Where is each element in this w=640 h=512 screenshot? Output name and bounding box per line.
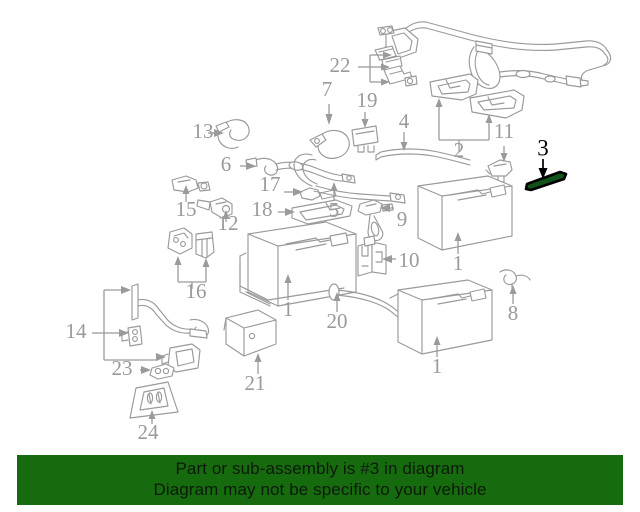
callout-12: 12 — [218, 211, 239, 235]
callout-22: 22 — [330, 53, 351, 77]
part-3-highlighted — [524, 159, 568, 192]
part-13-vent-hose — [208, 119, 250, 149]
part-8-hold-down-bolt — [499, 269, 531, 304]
part-21-control-module — [225, 309, 277, 374]
part-9-clip — [357, 199, 394, 242]
callout-20: 20 — [327, 309, 348, 333]
part-7-grommet — [309, 104, 350, 159]
battery-center — [239, 221, 423, 324]
callout-10: 10 — [399, 248, 420, 272]
callout-4: 4 — [399, 109, 410, 133]
callout-24: 24 — [138, 420, 160, 444]
notice-banner: Part or sub-assembly is #3 in diagram Di… — [17, 455, 623, 505]
callout-17: 17 — [260, 172, 281, 196]
part-19-relay — [351, 112, 379, 153]
part-22-group — [358, 51, 418, 87]
wiring-harness-assembly — [374, 21, 612, 90]
callout-18: 18 — [252, 197, 273, 221]
exploded-parts-diagram: 22 7 19 4 2 11 3 13 6 17 18 5 9 10 15 12… — [66, 21, 612, 444]
tray-rails — [223, 317, 227, 331]
part-5-negative-cable — [293, 153, 406, 204]
callout-14: 14 — [66, 319, 88, 343]
callout-1-right-upper: 1 — [453, 251, 464, 275]
part-24-sensor-bracket — [129, 381, 179, 424]
callout-23: 23 — [112, 356, 133, 380]
part-14-group — [92, 283, 210, 373]
part-15-terminal-bolt — [171, 175, 211, 202]
callout-5: 5 — [329, 198, 340, 222]
diagram-canvas: 22 7 19 4 2 11 3 13 6 17 18 5 9 10 15 12… — [66, 21, 612, 444]
part-10-junction-block — [357, 235, 396, 277]
callout-13: 13 — [193, 119, 214, 143]
part-18-cover — [278, 199, 353, 225]
part-2-brackets — [429, 73, 525, 152]
callout-6: 6 — [221, 152, 232, 176]
callout-9: 9 — [397, 207, 408, 231]
part-11-clamp — [485, 146, 513, 183]
callout-16: 16 — [186, 279, 207, 303]
battery-right-upper — [417, 175, 513, 254]
part-23-nut-clip — [140, 363, 175, 380]
callout-8: 8 — [508, 301, 519, 325]
callout-1-right-lower: 1 — [432, 354, 443, 378]
callout-labels: 22 7 19 4 2 11 3 13 6 17 18 5 9 10 15 12… — [66, 53, 549, 444]
callout-1-center: 1 — [283, 297, 294, 321]
notice-line-1: Part or sub-assembly is #3 in diagram — [175, 459, 465, 479]
part-12-stud-nut — [196, 197, 233, 222]
part-4-positive-cable — [375, 132, 471, 166]
part-6-ground-cable — [240, 157, 356, 184]
callout-19: 19 — [357, 88, 378, 112]
callout-7: 7 — [322, 77, 333, 101]
callout-11: 11 — [494, 119, 514, 143]
part-16-terminal-covers — [167, 227, 215, 289]
callout-3: 3 — [537, 135, 549, 160]
callout-2: 2 — [454, 138, 465, 162]
callout-15: 15 — [176, 197, 197, 221]
notice-line-2: Diagram may not be specific to your vehi… — [153, 480, 487, 499]
battery-right-lower — [389, 279, 493, 357]
callout-21: 21 — [245, 371, 266, 395]
